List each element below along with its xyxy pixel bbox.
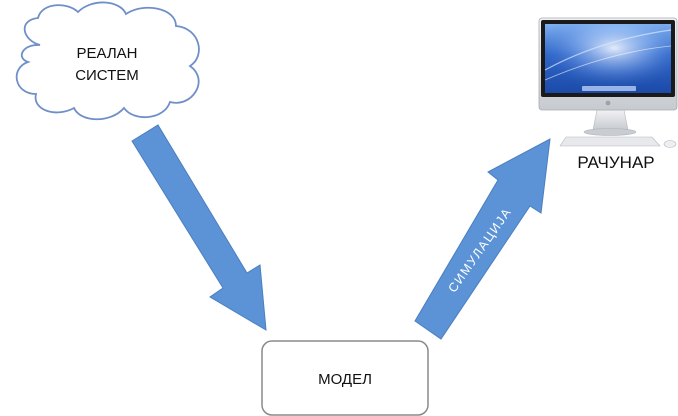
- cloud-shape: [15, 1, 200, 121]
- real-system-label-line1: РЕАЛАН: [76, 45, 138, 62]
- real-system-label: РЕАЛАН СИСТЕМ: [42, 43, 172, 87]
- computer-icon: [538, 17, 678, 148]
- model-label: МОДЕЛ: [318, 371, 372, 388]
- computer-label: РАЧУНАР: [577, 153, 655, 172]
- model-box: [261, 340, 429, 416]
- modeling-arrow: [131, 124, 267, 331]
- simulation-arrow: [414, 138, 551, 340]
- real-system-label-line2: СИСТЕМ: [75, 67, 139, 84]
